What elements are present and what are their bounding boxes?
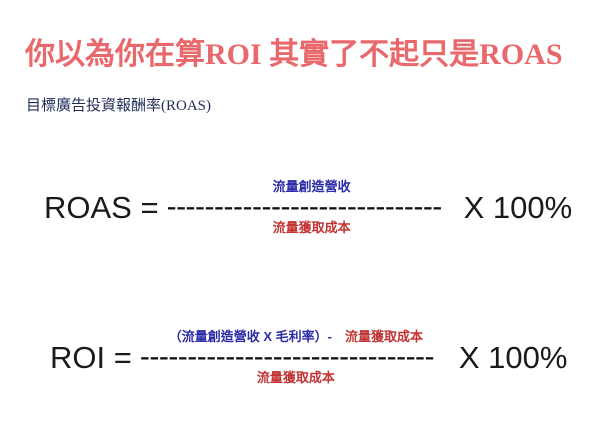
roas-fraction-bar: -----------------------------	[166, 196, 443, 218]
roas-denominator: 流量獲取成本	[273, 219, 351, 236]
roas-numerator: 流量創造營收	[273, 178, 351, 195]
roas-formula-right-side: X 100%	[463, 189, 573, 225]
roi-numerator-cost-term: 流量獲取成本	[344, 329, 423, 344]
roi-fraction: （流量創造營收 X 毛利率）- 流量獲取成本 -----------------…	[140, 328, 452, 386]
page-title: 你以為你在算ROI 其實了不起只是ROAS	[25, 38, 563, 71]
roi-formula-right-side: X 100%	[458, 339, 568, 375]
roi-denominator: 流量獲取成本	[257, 369, 335, 386]
roi-numerator: （流量創造營收 X 毛利率）- 流量獲取成本	[169, 328, 423, 345]
roas-fraction: 流量創造營收 ----------------------------- 流量獲…	[167, 178, 457, 236]
page-subtitle: 目標廣告投資報酬率(ROAS)	[26, 98, 212, 114]
roi-numerator-revenue-term: （流量創造營收 X 毛利率）-	[168, 329, 332, 344]
roi-formula: ROI = （流量創造營收 X 毛利率）- 流量獲取成本 -----------…	[50, 328, 567, 386]
roi-denominator-term: 流量獲取成本	[256, 370, 335, 385]
roi-formula-left-side: ROI =	[50, 339, 132, 375]
roas-formula-left-side: ROAS =	[44, 189, 159, 225]
roas-formula: ROAS = 流量創造營收 --------------------------…	[44, 178, 572, 236]
roi-fraction-bar: -------------------------------	[139, 346, 435, 368]
roas-denominator-term: 流量獲取成本	[272, 220, 351, 235]
roas-numerator-term: 流量創造營收	[272, 179, 351, 194]
